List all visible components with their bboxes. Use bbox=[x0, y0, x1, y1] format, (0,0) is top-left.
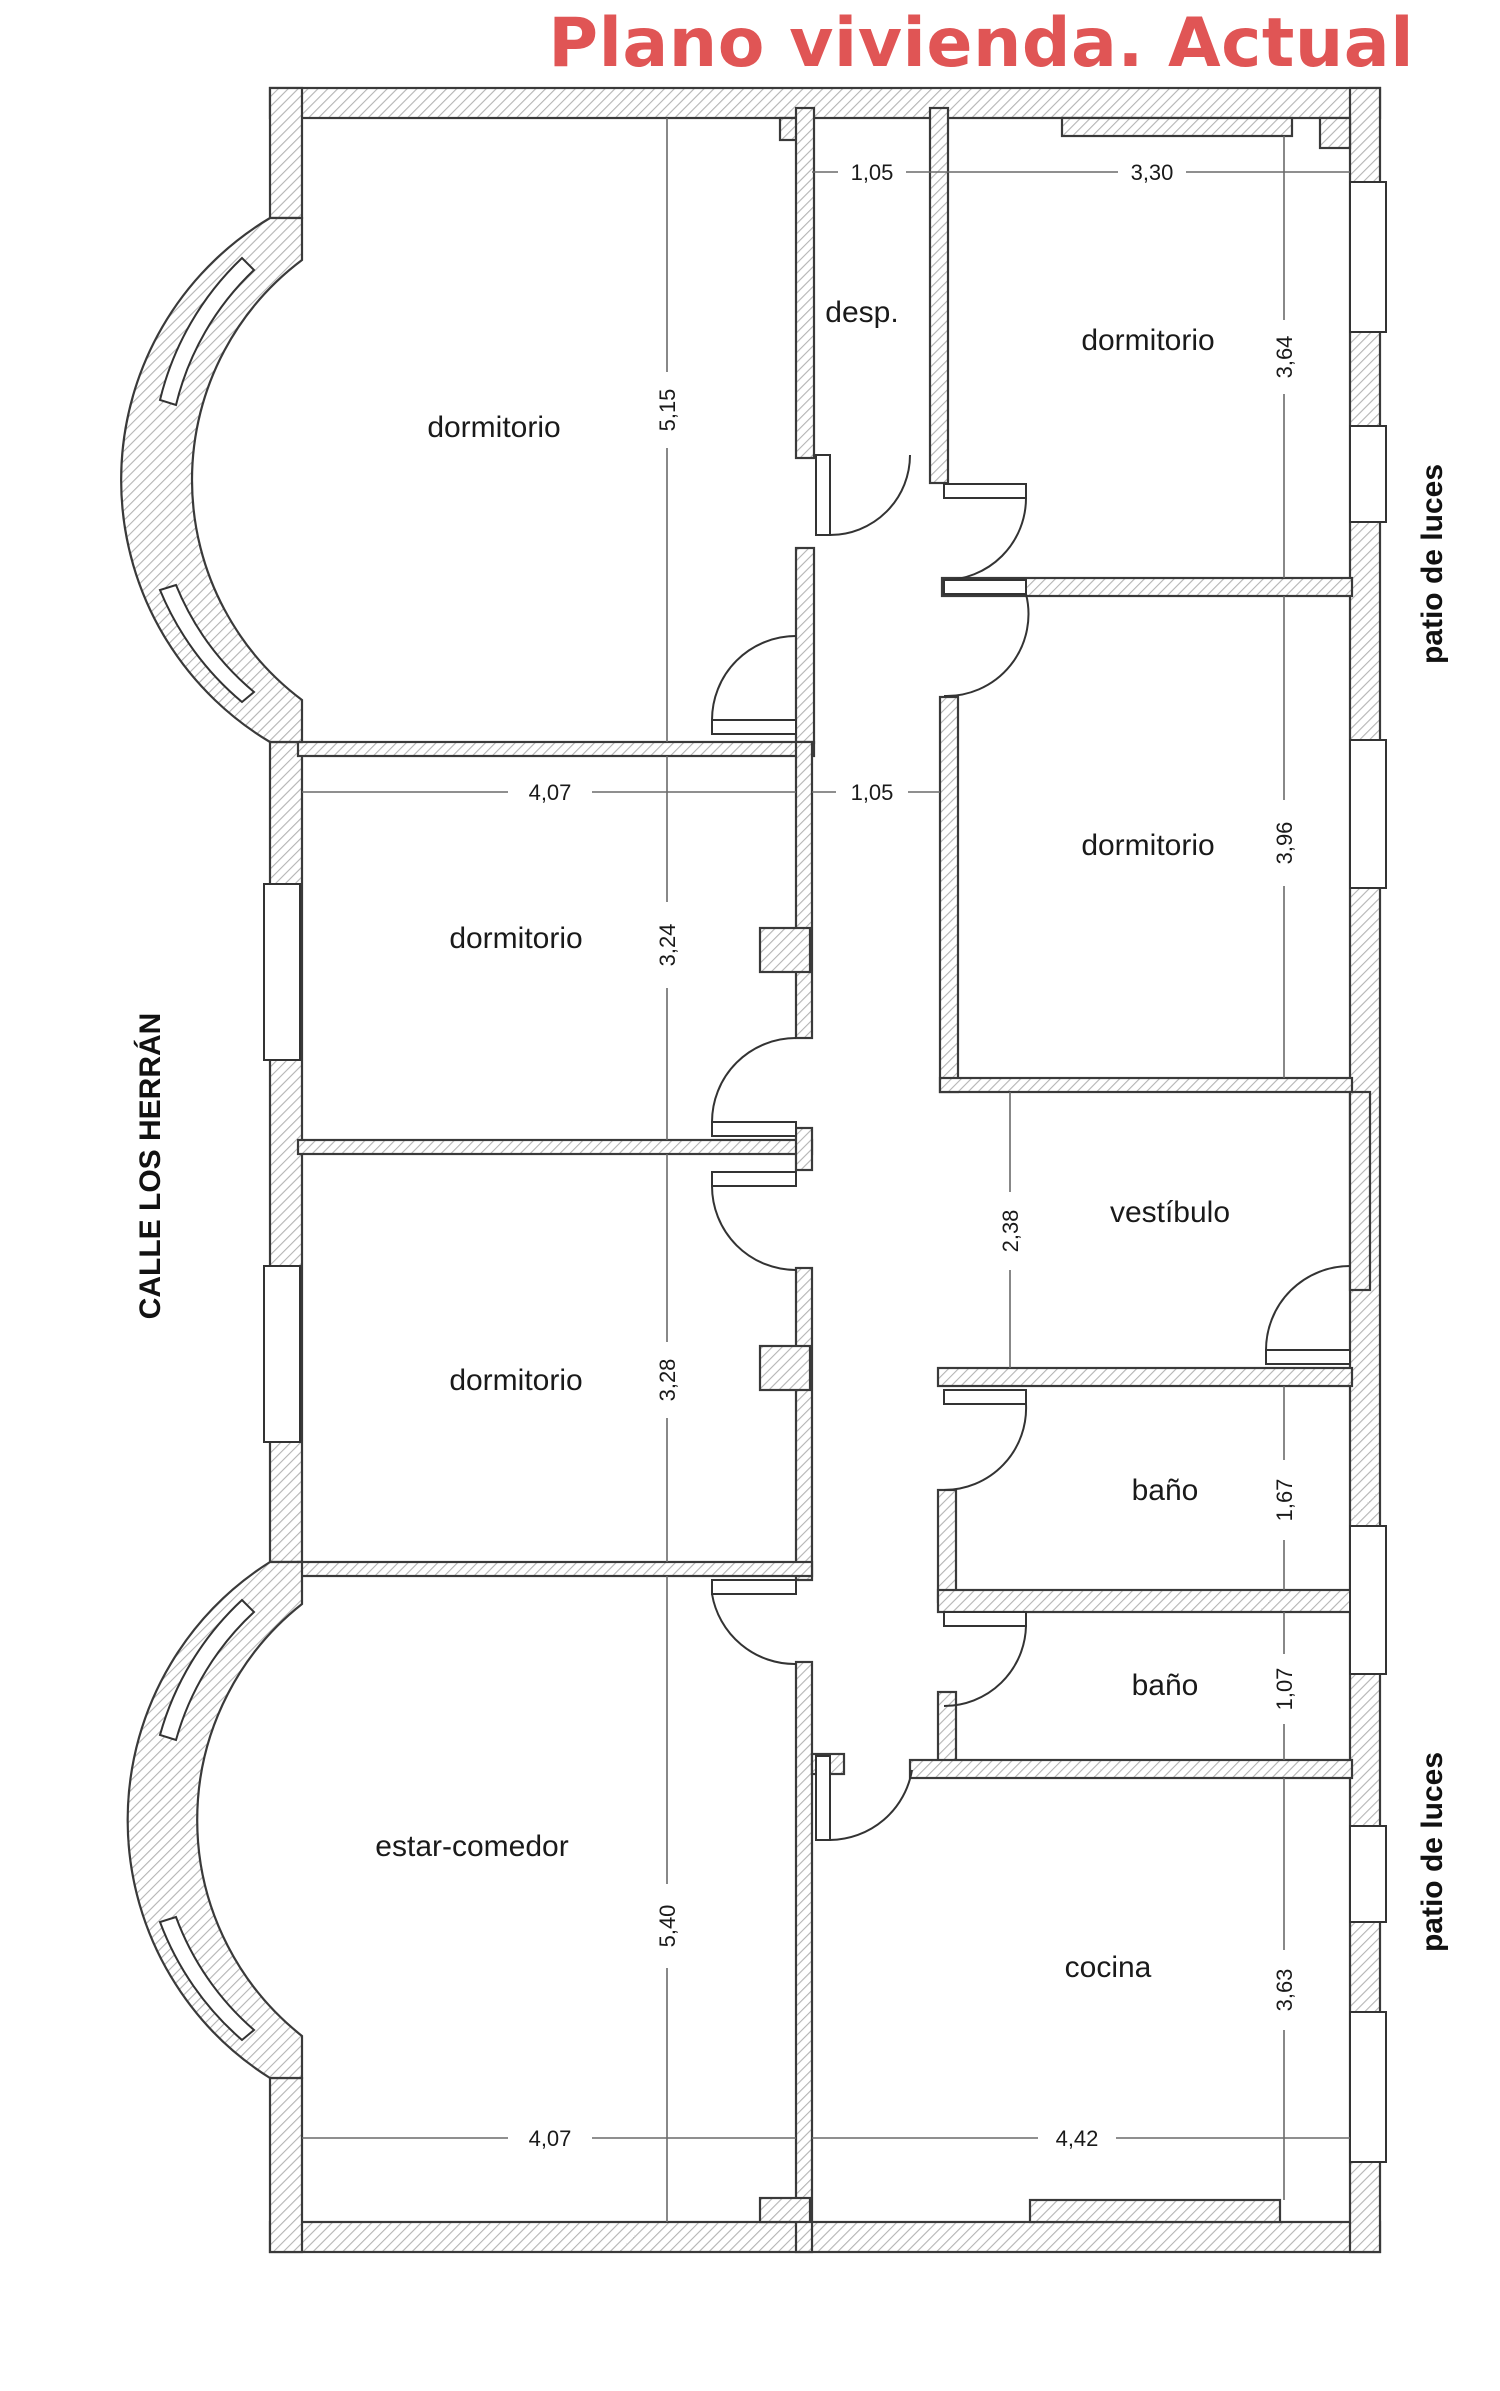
dim-label-dorm2-width: 3,30 bbox=[1131, 160, 1174, 185]
bay-window-bottom bbox=[126, 1560, 304, 2080]
wall-corridor-left-3 bbox=[794, 1126, 814, 1172]
wall-vest-right bbox=[1348, 1090, 1372, 1292]
doors bbox=[711, 454, 1351, 1841]
window-right-5 bbox=[1349, 1825, 1387, 1923]
dim-label-hall-width: 1,05 bbox=[851, 780, 894, 805]
wall-desp-right bbox=[928, 106, 950, 485]
wall-desp-left bbox=[794, 106, 816, 460]
wall-left-top bbox=[268, 86, 304, 220]
dim-label-bano2-depth: 1,07 bbox=[1272, 1668, 1297, 1711]
bay-window-top bbox=[120, 216, 304, 744]
dim-label-dorm4-depth: 3,96 bbox=[1272, 822, 1297, 865]
window-left-2 bbox=[263, 1265, 301, 1443]
dim-label-vestibulo-depth: 2,38 bbox=[998, 1210, 1023, 1253]
wall-niche-1 bbox=[758, 926, 812, 974]
wall-corridor-left-2 bbox=[794, 740, 814, 1040]
room-label-desp: desp. bbox=[825, 296, 898, 329]
room-label-bano-2: baño bbox=[1132, 1669, 1199, 1702]
dim-label-cocina-depth: 3,63 bbox=[1272, 1969, 1297, 2012]
room-label-dormitorio-2: dormitorio bbox=[1081, 324, 1214, 357]
window-left-1 bbox=[263, 883, 301, 1061]
wall-niche-2 bbox=[758, 1344, 812, 1392]
wall-bath1-top bbox=[936, 1366, 1354, 1388]
wall-dorm5-bottom bbox=[296, 1560, 814, 1578]
room-label-estar-comedor: estar-comedor bbox=[375, 1830, 568, 1863]
wall-dorm3-bottom bbox=[296, 1138, 814, 1156]
page-title: Plano vivienda. Actual bbox=[548, 4, 1414, 83]
dim-label-estar-depth: 5,40 bbox=[655, 1905, 680, 1948]
room-label-dormitorio-1: dormitorio bbox=[427, 411, 560, 444]
wall-bottom bbox=[268, 2220, 1382, 2254]
room-label-dormitorio-3: dormitorio bbox=[449, 922, 582, 955]
dim-label-dorm2-depth: 3,64 bbox=[1272, 336, 1297, 379]
dim-label-cocina-width: 4,42 bbox=[1056, 2126, 1099, 2151]
room-label-cocina: cocina bbox=[1065, 1951, 1152, 1984]
room-labels: dormitorio desp. dormitorio dormitorio d… bbox=[375, 296, 1230, 1984]
wall-left-bottom bbox=[268, 2076, 304, 2254]
wall-bottom-ledge-1 bbox=[758, 2196, 812, 2224]
windows bbox=[263, 181, 1387, 2163]
wall-corridor-left-4 bbox=[794, 1266, 814, 1582]
window-right-4 bbox=[1349, 1525, 1387, 1675]
room-label-bano-1: baño bbox=[1132, 1474, 1199, 1507]
wall-bath-divider bbox=[936, 1588, 1354, 1614]
window-right-3 bbox=[1349, 739, 1387, 889]
dim-label-estar-width: 4,07 bbox=[529, 2126, 572, 2151]
window-right-2 bbox=[1349, 425, 1387, 523]
wall-bottom-ledge-2 bbox=[1028, 2198, 1282, 2224]
street-label: CALLE LOS HERRÁN bbox=[133, 1013, 167, 1320]
dim-label-dorm5-depth: 3,28 bbox=[655, 1359, 680, 1402]
dim-label-dorm3-depth: 3,24 bbox=[655, 924, 680, 967]
wall-dorm1-bottom bbox=[296, 740, 816, 758]
wall-bath2-bottom bbox=[908, 1758, 1354, 1780]
dim-label-bano1-depth: 1,67 bbox=[1272, 1479, 1297, 1522]
dim-label-dorm1-depth: 5,15 bbox=[655, 389, 680, 432]
wall-dorm4-bottom bbox=[938, 1076, 1354, 1094]
dim-label-dorm3-width: 4,07 bbox=[529, 780, 572, 805]
dim-label-desp-width: 1,05 bbox=[851, 160, 894, 185]
window-right-6 bbox=[1349, 2011, 1387, 2163]
wall-dorm2-bottom bbox=[940, 576, 1354, 598]
courtyard-label-bottom: patio de luces bbox=[1416, 1752, 1449, 1952]
wall-top bbox=[268, 86, 1382, 120]
wall-bath1-left bbox=[936, 1488, 958, 1604]
wall-top-ledge-2 bbox=[1060, 116, 1294, 138]
room-label-dormitorio-4: dormitorio bbox=[1081, 829, 1214, 862]
dimension-lines bbox=[302, 118, 1350, 2222]
window-right-1 bbox=[1349, 181, 1387, 333]
room-label-vestibulo: vestíbulo bbox=[1110, 1196, 1230, 1229]
courtyard-label-top: patio de luces bbox=[1416, 464, 1449, 664]
dimension-labels: 1,05 3,30 5,15 3,64 4,07 1,05 3,96 3,24 … bbox=[529, 160, 1297, 2151]
wall-corridor-left-1 bbox=[794, 546, 816, 745]
wall-corridor-left-5 bbox=[794, 1660, 814, 2254]
wall-top-ledge-3 bbox=[1318, 116, 1352, 150]
room-label-dormitorio-5: dormitorio bbox=[449, 1364, 582, 1397]
wall-dorm4-left bbox=[938, 695, 960, 1094]
